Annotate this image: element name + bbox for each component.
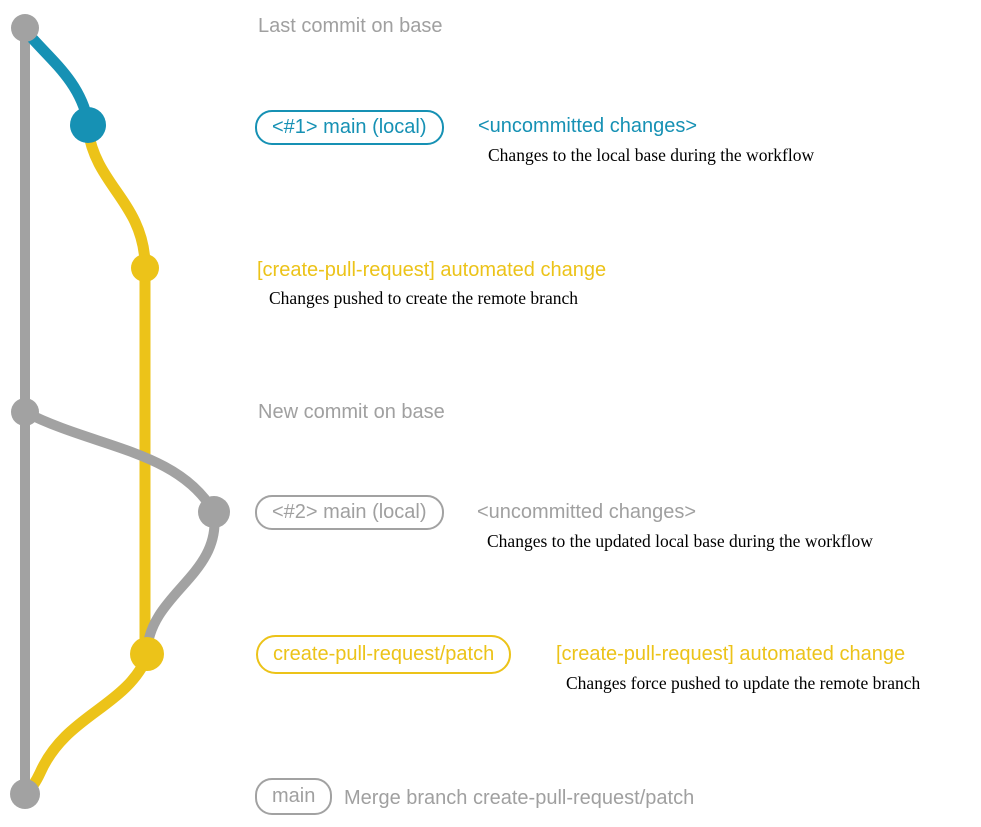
rebase-curve: [142, 511, 220, 651]
git-graph: [10, 14, 230, 809]
commit-dot-automated-2: [130, 637, 164, 671]
automated-change-description-1: Changes pushed to create the remote bran…: [269, 288, 579, 308]
uncommitted-changes-status-1: <uncommitted changes>: [478, 115, 698, 137]
base-update-curve: [22, 407, 219, 515]
branch-tag-create-pull-request-patch: create-pull-request/patch: [256, 635, 512, 674]
commit-dot-uncommitted-2: [198, 496, 230, 528]
automated-change-label-1: [create-pull-request] automated change: [257, 259, 607, 281]
patch-branch-line: [82, 129, 151, 654]
commit-dot-automated-1: [131, 254, 159, 282]
automated-change-label-2: [create-pull-request] automated change: [556, 643, 906, 665]
branch-tag-main: main: [255, 778, 333, 815]
uncommitted-changes-description-2: Changes to the updated local base during…: [487, 531, 873, 551]
branch-tag-main-local-2: <#2> main (local): [255, 495, 444, 530]
branch-tag-main-local-1: <#1> main (local): [255, 110, 444, 145]
patch-merge-curve: [20, 652, 154, 799]
new-commit-label: New commit on base: [258, 401, 445, 423]
commit-dot-merge: [10, 779, 40, 809]
uncommitted-changes-status-2: <uncommitted changes>: [477, 501, 697, 523]
commit-dot-new-base: [11, 398, 39, 426]
commit-dot-uncommitted-1: [70, 107, 106, 143]
commit-dot-last-base: [11, 14, 39, 42]
automated-change-description-2: Changes force pushed to update the remot…: [566, 673, 921, 693]
last-commit-label: Last commit on base: [258, 15, 443, 37]
merge-commit-label: Merge branch create-pull-request/patch: [344, 787, 695, 809]
local-main-branch-curve: [20, 26, 94, 124]
uncommitted-changes-description-1: Changes to the local base during the wor…: [488, 145, 815, 165]
